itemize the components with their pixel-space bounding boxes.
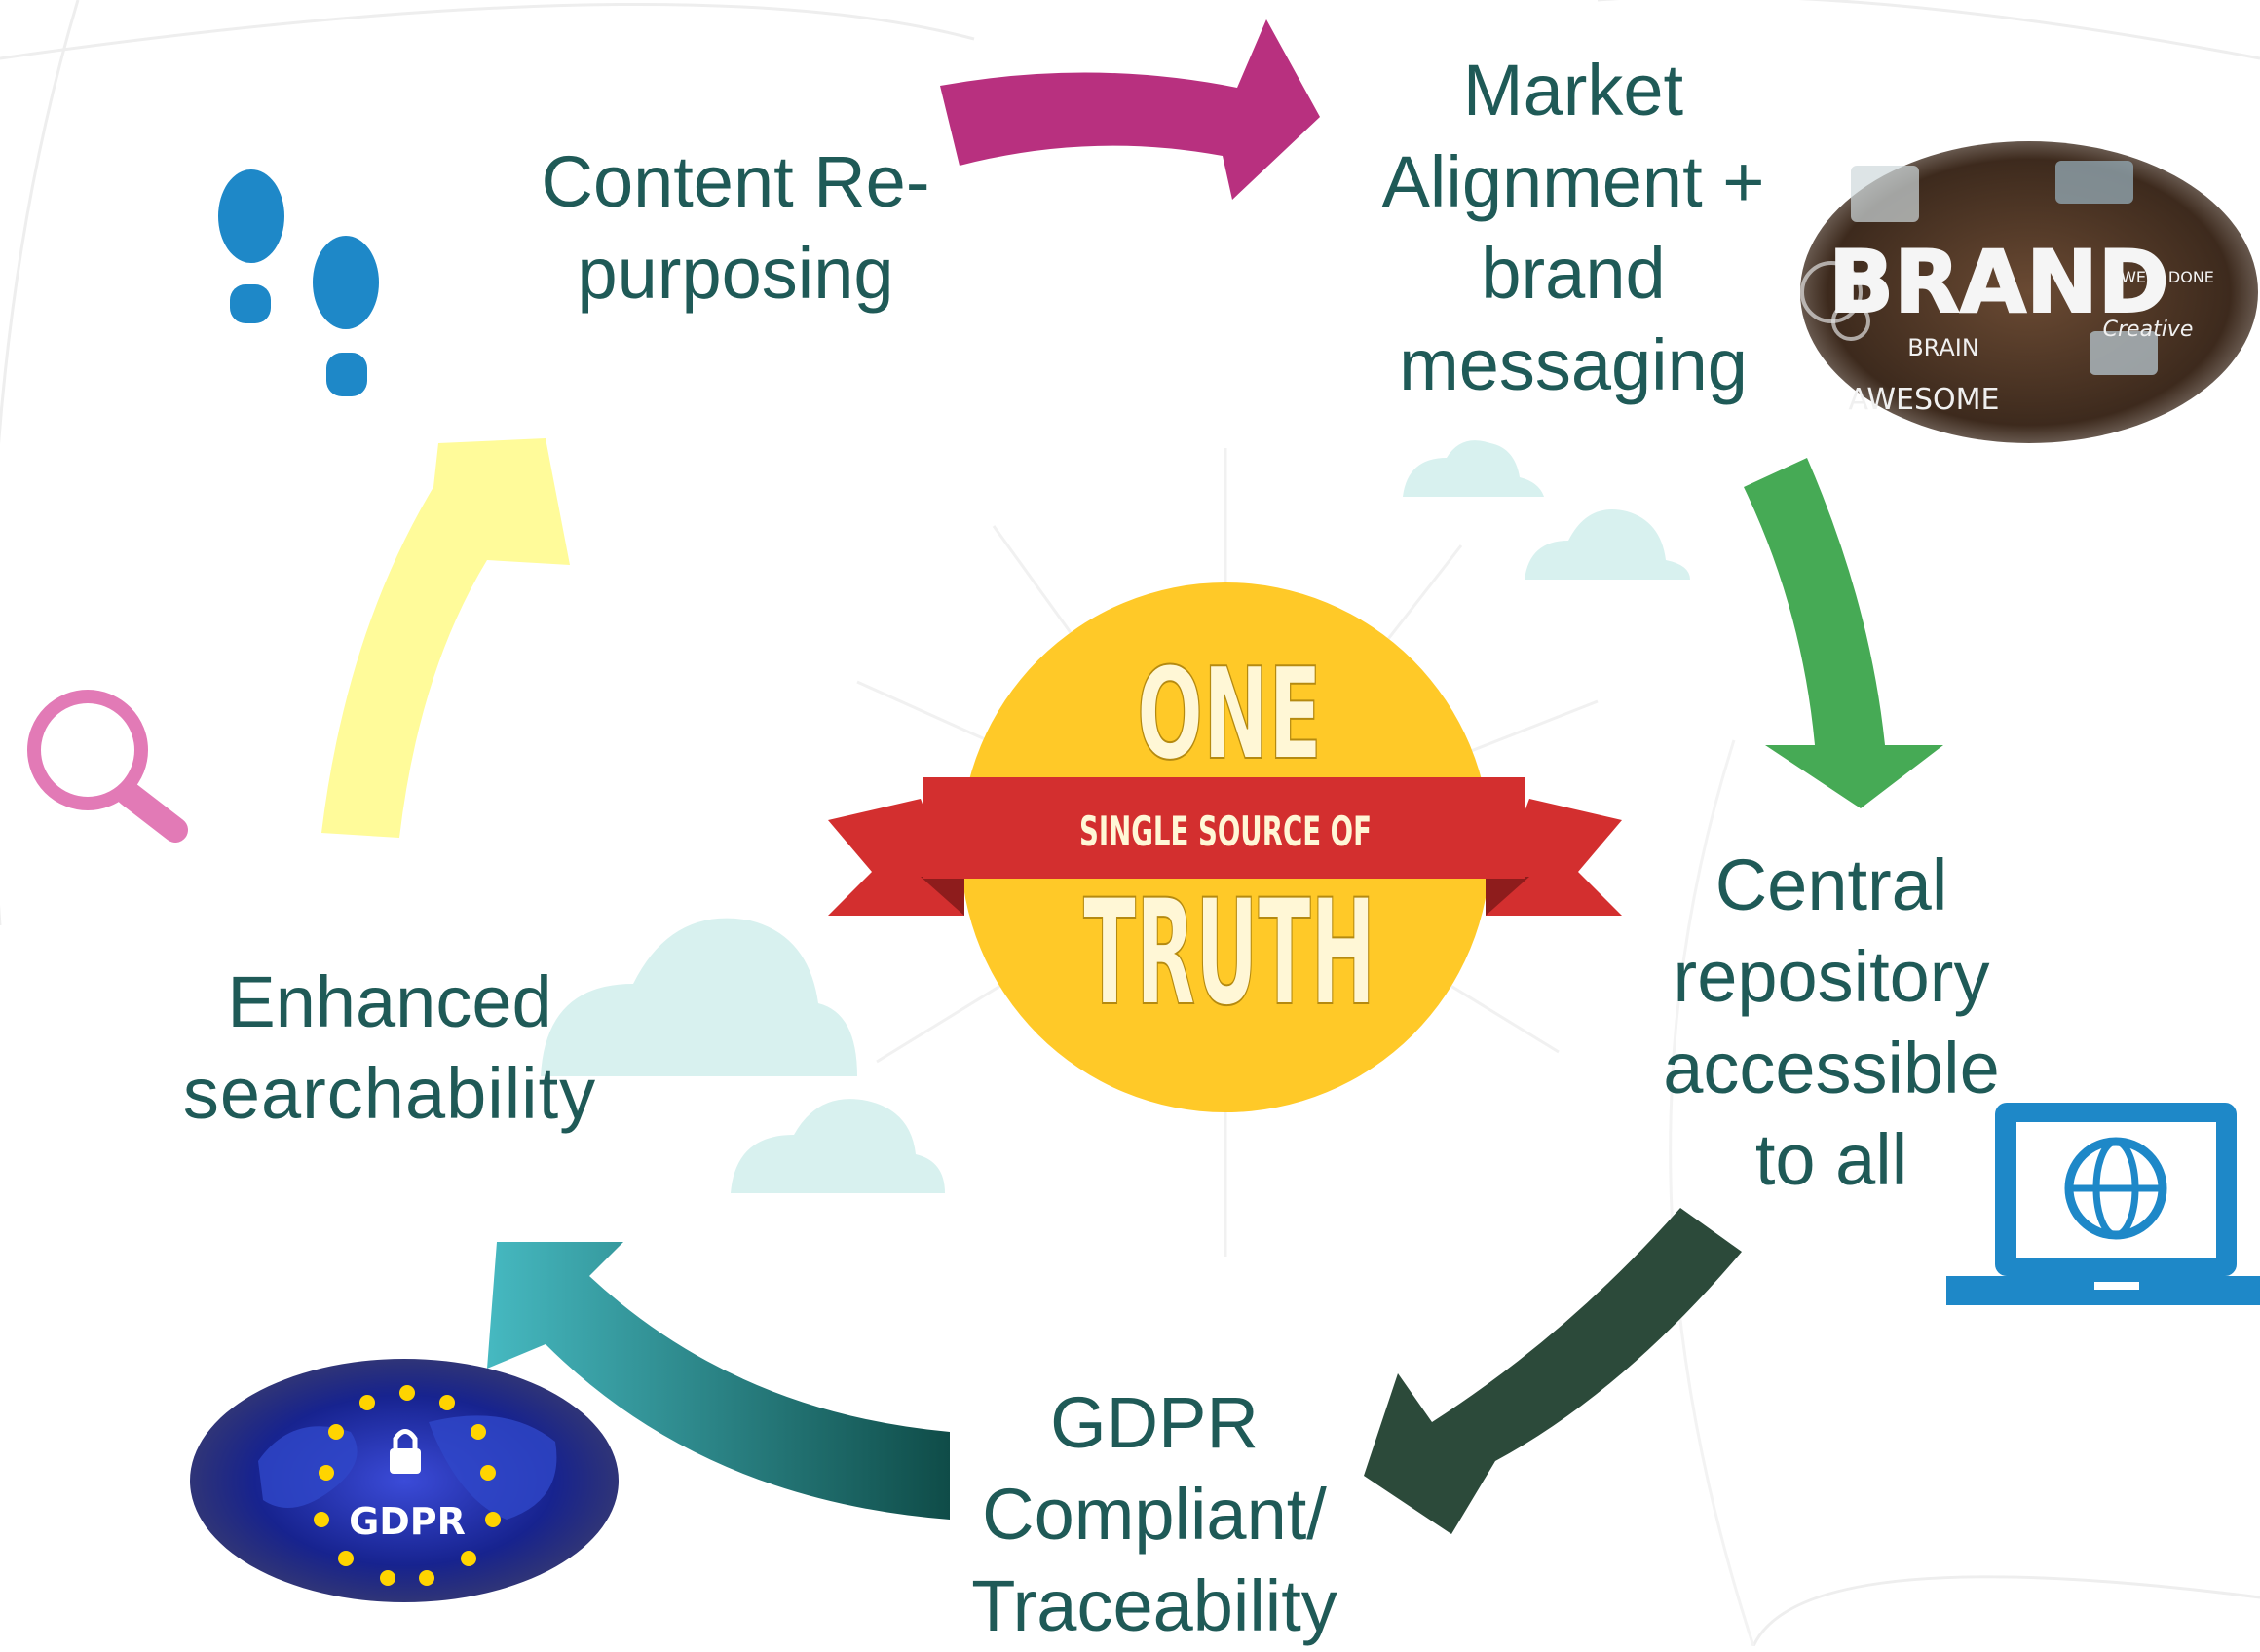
step-line: accessible [1663, 1028, 2000, 1108]
brand-word: BRAND [1828, 232, 2169, 332]
step-label-enhanced-searchability: Enhanced searchability [156, 957, 623, 1140]
step-line: to all [1754, 1119, 1908, 1200]
arrow-searchability-to-content [321, 438, 570, 838]
single-source-of-truth-emblem: ONE SINGLE SOURCE OF TRUTH [828, 582, 1622, 1112]
gdpr-badge: GDPR [190, 1359, 619, 1602]
step-line: Alignment + [1381, 141, 1765, 222]
step-line: Central [1714, 845, 1948, 925]
brand-photo: BRAND WELL DONE BRAIN AWESOME Creative [1800, 141, 2258, 443]
step-line: repository [1673, 936, 1990, 1017]
magnifier-icon [27, 690, 188, 843]
step-line: purposing [577, 233, 894, 314]
brand-small-text: AWESOME [1849, 383, 2000, 417]
step-label-content-repurposing: Content Re- purposing [507, 136, 964, 319]
footprints-icon [218, 169, 379, 396]
brand-small-text: WELL DONE [2121, 268, 2214, 286]
arrow-market-to-repository [1744, 458, 1943, 808]
arrow-content-to-market [940, 19, 1320, 200]
cloud-icon [541, 918, 857, 1076]
cloud-icon [1525, 509, 1690, 580]
step-label-central-repository: Central repository accessible to all [1598, 840, 2065, 1206]
step-line: Market [1462, 50, 1684, 131]
brand-small-text: BRAIN [1907, 334, 1979, 361]
step-line: searchability [182, 1053, 597, 1134]
arrow-gdpr-to-searchability [487, 1242, 950, 1520]
arrow-repository-to-gdpr [1364, 1208, 1742, 1534]
cloud-icon [731, 1099, 945, 1193]
truth-word: TRUTH [1083, 869, 1375, 1038]
step-line: messaging [1399, 324, 1748, 405]
brand-small-text: Creative [2103, 318, 2194, 342]
step-line: Traceability [971, 1565, 1337, 1646]
step-line: Compliant/ [982, 1474, 1327, 1555]
eu-stars-icon [314, 1385, 501, 1586]
laptop-globe-icon [1946, 1103, 2260, 1305]
gdpr-badge-text: GDPR [349, 1500, 466, 1543]
step-line: Enhanced [227, 961, 552, 1042]
cloud-icon [1403, 440, 1544, 497]
step-line: GDPR [1050, 1382, 1259, 1463]
step-label-market-alignment: Market Alignment + brand messaging [1335, 45, 1812, 411]
step-line: Content Re- [541, 141, 930, 222]
banner-text: SINGLE SOURCE OF [1079, 807, 1372, 855]
one-word: ONE [1137, 640, 1322, 788]
step-label-gdpr-compliant: GDPR Compliant/ Traceability [916, 1377, 1393, 1652]
step-line: brand [1481, 233, 1666, 314]
